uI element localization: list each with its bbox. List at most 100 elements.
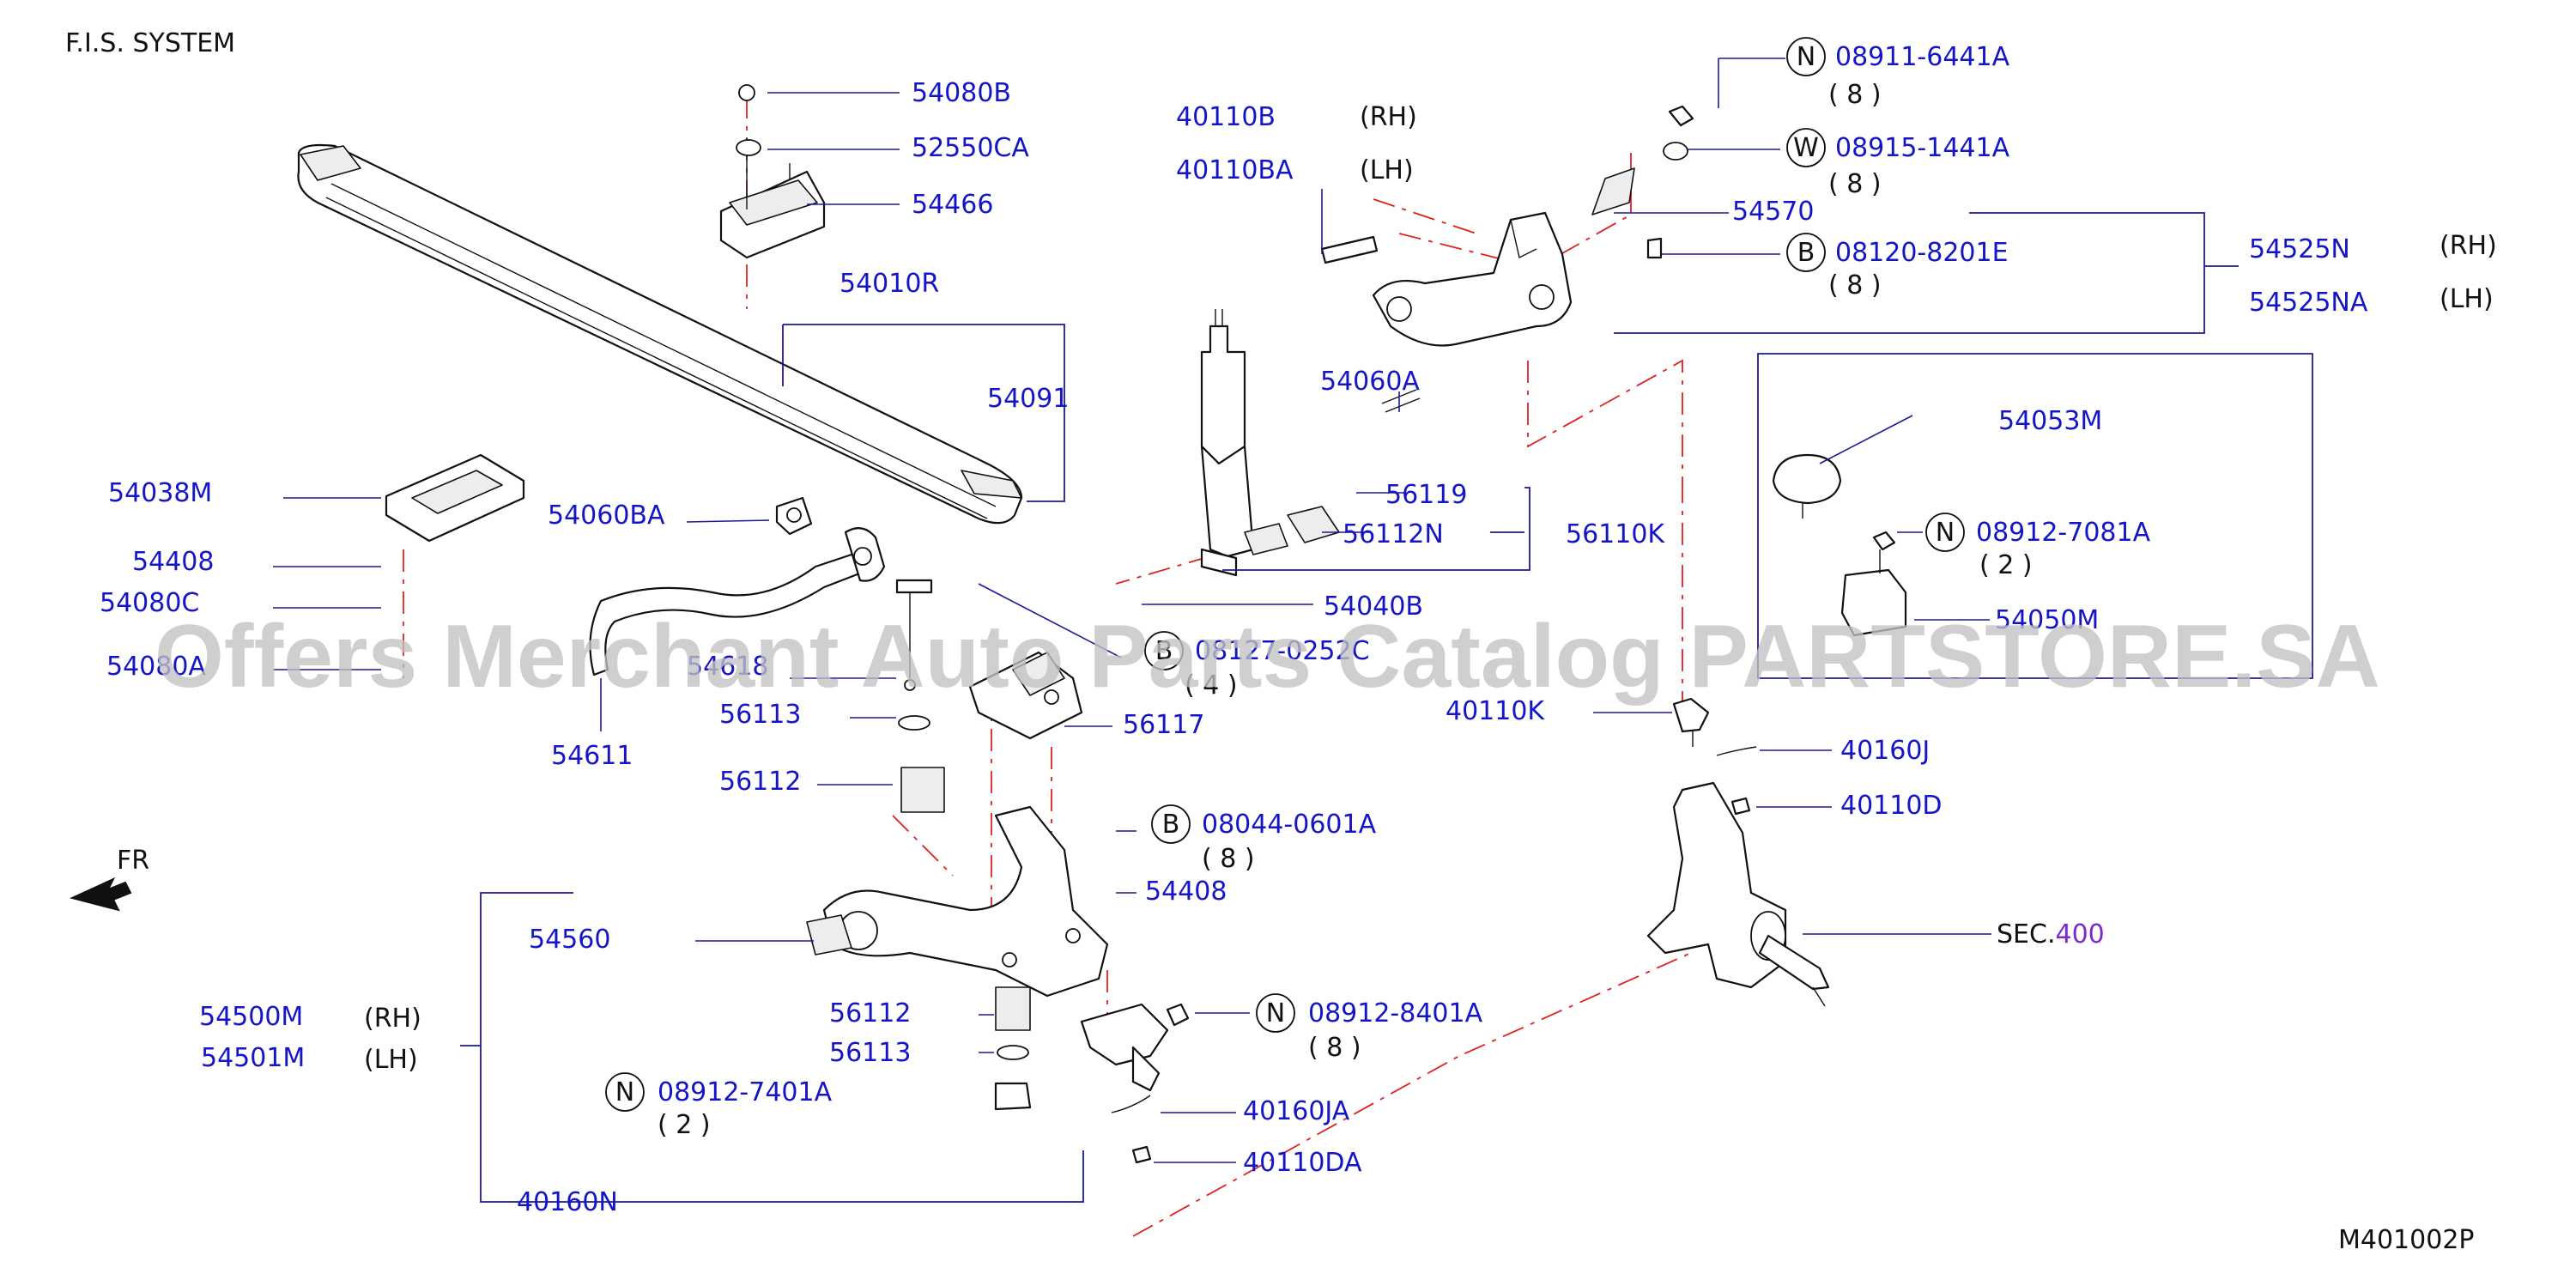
bump-rubber-drawing	[719, 84, 826, 259]
w-circle-08915: W	[1786, 128, 1826, 167]
label-54525N[interactable]: 54525N	[2249, 234, 2350, 264]
label-40110D[interactable]: 40110D	[1840, 791, 1943, 821]
diagram-code: M401002P	[2338, 1225, 2475, 1255]
qty-08912-7401: ( 2 )	[658, 1110, 711, 1140]
svg-text:N: N	[1797, 42, 1815, 72]
assembly-center-lines	[403, 96, 1692, 1237]
label-54060A[interactable]: 54060A	[1320, 367, 1420, 397]
label-54080B[interactable]: 54080B	[912, 78, 1011, 108]
label-54611[interactable]: 54611	[551, 741, 633, 771]
label-56112-lower[interactable]: 56112	[829, 998, 911, 1028]
b-circle-08120: B	[1786, 233, 1826, 272]
label-54060BA[interactable]: 54060BA	[548, 500, 665, 531]
lower-link-drawing	[806, 805, 1109, 998]
label-54500M[interactable]: 54500M	[199, 1002, 303, 1032]
label-54010R[interactable]: 54010R	[839, 269, 939, 299]
section-prefix: SEC.	[1997, 919, 2055, 949]
label-54040B[interactable]: 54040B	[1324, 592, 1423, 622]
spring-pad-drawing	[385, 453, 525, 543]
leader-lines	[273, 58, 1991, 1163]
label-54053M[interactable]: 54053M	[1998, 406, 2102, 436]
label-08912-7401A[interactable]: 08912-7401A	[658, 1077, 833, 1107]
watermark: Offers Merchant Auto Parts Catalog PARTS…	[155, 607, 2380, 707]
bumper-drawings	[1772, 453, 1907, 637]
side-markers: (RH) (LH) (RH) (LH) (RH) (LH)	[364, 102, 2497, 1075]
stabilizer-bar-drawing	[589, 496, 886, 676]
quantity-markers: ( 8 ) ( 8 ) ( 8 ) ( 2 ) ( 4 ) ( 8 ) ( 8 …	[658, 80, 2033, 1140]
svg-text:N: N	[1266, 998, 1285, 1028]
label-56112-upper[interactable]: 56112	[719, 767, 801, 797]
label-56112N[interactable]: 56112N	[1343, 519, 1444, 549]
svg-text:N: N	[1936, 518, 1955, 548]
label-56117[interactable]: 56117	[1123, 710, 1204, 740]
label-08912-7081A[interactable]: 08912-7081A	[1976, 518, 2151, 548]
rh-marker-40110B: (RH)	[1360, 102, 1417, 132]
label-54501M[interactable]: 54501M	[201, 1043, 305, 1073]
diagram-title: F.I.S. SYSTEM	[65, 28, 235, 58]
label-08127-0252C[interactable]: 08127-0252C	[1195, 636, 1370, 666]
lower-ball-joint-drawing	[1080, 1003, 1190, 1164]
label-08912-8401A[interactable]: 08912-8401A	[1308, 998, 1483, 1028]
label-56113-lower[interactable]: 56113	[829, 1038, 911, 1068]
label-40110BA[interactable]: 40110BA	[1176, 155, 1294, 185]
n-circle-08912-8401: N	[1256, 993, 1295, 1033]
label-40160JA[interactable]: 40160JA	[1243, 1096, 1350, 1126]
svg-text:W: W	[1793, 133, 1819, 163]
leaf-spring-drawing	[297, 143, 1023, 525]
rh-marker-54500M: (RH)	[364, 1004, 421, 1034]
label-56113-upper[interactable]: 56113	[719, 700, 801, 730]
svg-text:N: N	[615, 1077, 634, 1107]
label-56119[interactable]: 56119	[1385, 480, 1467, 510]
label-08044-0601A[interactable]: 08044-0601A	[1202, 810, 1377, 840]
label-52550CA[interactable]: 52550CA	[912, 133, 1029, 163]
label-54091[interactable]: 54091	[987, 384, 1069, 414]
label-54525NA[interactable]: 54525NA	[2249, 288, 2368, 318]
label-40160J[interactable]: 40160J	[1840, 736, 1930, 766]
b-circle-08127: B	[1144, 631, 1184, 670]
label-40110B[interactable]: 40110B	[1176, 102, 1276, 132]
label-54080C[interactable]: 54080C	[100, 588, 199, 618]
label-08911-6441A[interactable]: 08911-6441A	[1835, 42, 2010, 72]
qty-08912-7081: ( 2 )	[1979, 550, 2033, 580]
part-labels: 54080B 52550CA 54466 54010R 54091 54038M…	[100, 42, 2368, 1217]
label-54050M[interactable]: 54050M	[1995, 605, 2099, 635]
b-circle-08044: B	[1151, 804, 1191, 844]
front-direction-label: FR	[117, 846, 149, 876]
label-54560[interactable]: 54560	[529, 925, 610, 955]
n-circle-08912-7081: N	[1925, 513, 1965, 552]
label-54038M[interactable]: 54038M	[108, 478, 212, 508]
upper-link-drawing	[1320, 105, 1694, 347]
lh-marker-54525NA: (LH)	[2440, 284, 2494, 314]
label-54408-upper[interactable]: 54408	[132, 547, 214, 577]
stabilizer-link-drawing	[895, 579, 933, 691]
n-circle-08912-7401: N	[605, 1072, 645, 1112]
label-08120-8201E[interactable]: 08120-8201E	[1835, 238, 2009, 268]
qty-08915: ( 8 )	[1828, 169, 1882, 199]
label-40160N[interactable]: 40160N	[517, 1187, 618, 1217]
svg-text:B: B	[1797, 238, 1815, 268]
label-section-ref[interactable]: SEC.400	[1997, 919, 2105, 949]
label-40110K[interactable]: 40110K	[1446, 696, 1545, 726]
svg-text:B: B	[1155, 636, 1173, 666]
bracket-56117-drawing	[968, 651, 1083, 740]
label-56110K[interactable]: 56110K	[1566, 519, 1665, 549]
label-40110DA[interactable]: 40110DA	[1243, 1148, 1362, 1178]
knuckle-drawing	[1646, 697, 1830, 1007]
qty-08120: ( 8 )	[1828, 270, 1882, 300]
n-circle-08911: N	[1786, 37, 1826, 76]
label-54570[interactable]: 54570	[1732, 197, 1814, 227]
qty-08911: ( 8 )	[1828, 80, 1882, 110]
label-54080A[interactable]: 54080A	[106, 652, 206, 682]
shock-absorber-drawing	[1200, 309, 1421, 577]
qty-08044: ( 8 )	[1202, 844, 1255, 874]
prefix-circles: N W B N B B N N	[605, 37, 1965, 1112]
lower-bushing-drawings	[898, 715, 1032, 1111]
label-08915-1441A[interactable]: 08915-1441A	[1835, 133, 2010, 163]
grouping-brackets	[460, 212, 2313, 1203]
label-54466[interactable]: 54466	[912, 190, 993, 220]
label-54408-lower[interactable]: 54408	[1145, 877, 1227, 907]
qty-08127: ( 4 )	[1185, 670, 1238, 701]
lh-marker-54501M: (LH)	[364, 1045, 418, 1075]
label-54618[interactable]: 54618	[687, 652, 768, 682]
